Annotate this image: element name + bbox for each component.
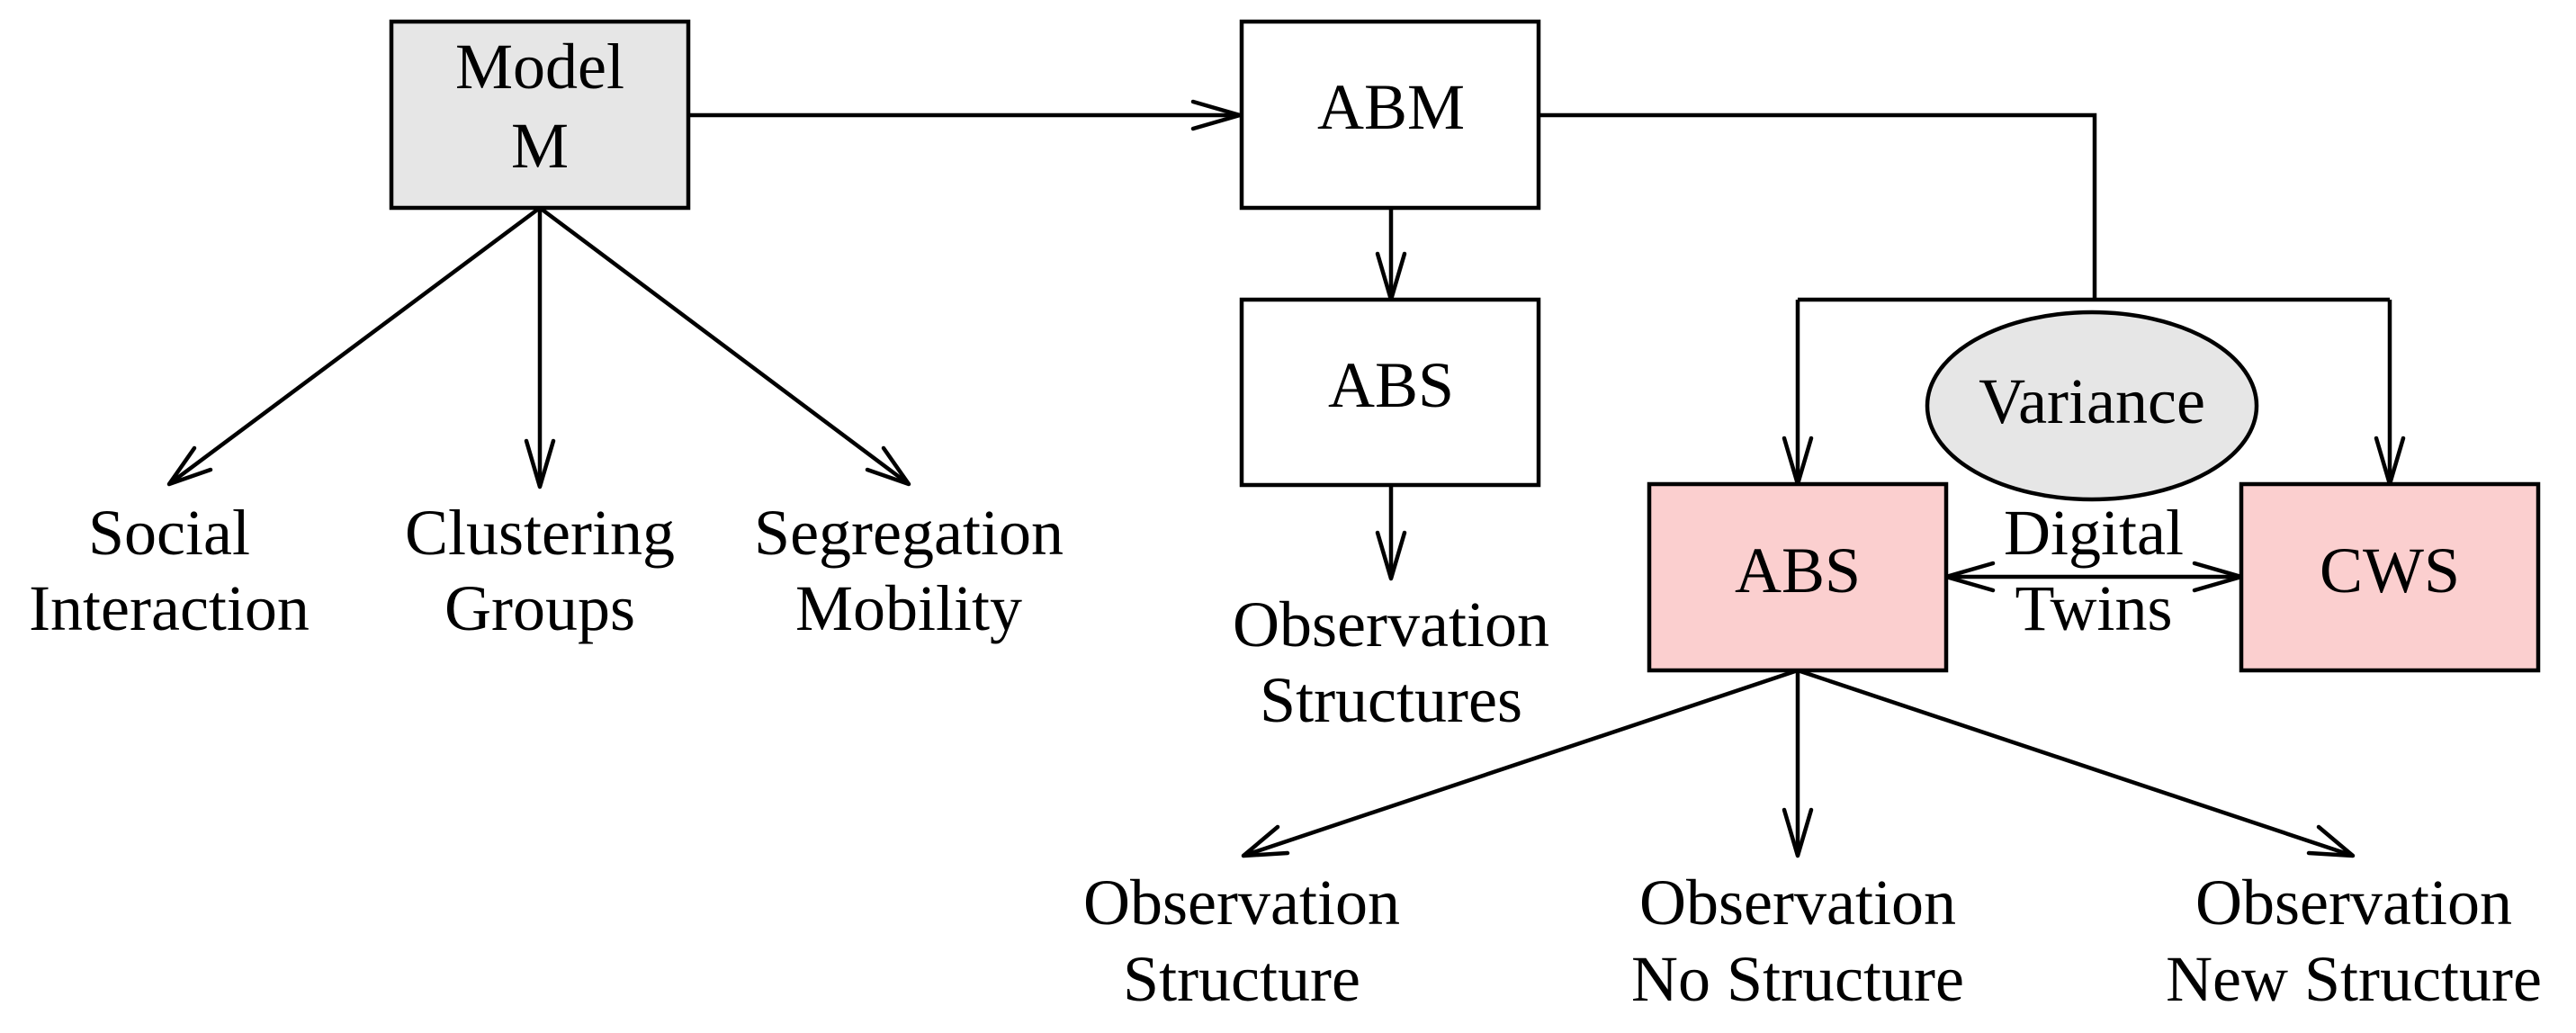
variance-label: Variance	[1979, 365, 2205, 437]
abs-twin-to-structure-arrowhead	[1241, 824, 1290, 858]
cws-twin-node: CWS	[2239, 481, 2541, 673]
observation-new-structure-line1: Observation	[2195, 867, 2512, 939]
abs-twin-to-new-structure-line	[1797, 668, 2354, 858]
variance-node: Variance	[1925, 310, 2259, 502]
social-interaction-line2: Interaction	[29, 572, 310, 644]
model-to-social-line	[167, 206, 542, 486]
abs-twin-label: ABS	[1735, 534, 1861, 606]
digital-twins-label-line2: Twins	[2015, 572, 2173, 644]
model-box	[389, 19, 691, 211]
abm-label: ABM	[1317, 71, 1465, 143]
abs-main-node: ABS	[1239, 297, 1541, 488]
social-interaction-line1: Social	[88, 497, 250, 569]
observation-no-structure-line2: No Structure	[1631, 943, 1964, 1015]
cws-twin-label: CWS	[2320, 534, 2460, 606]
observation-structures-line2: Structures	[1260, 664, 1522, 736]
observation-new-structure-label: Observation New Structure	[2166, 867, 2542, 1015]
clustering-groups-line2: Groups	[444, 572, 635, 644]
digital-twins-label: Digital Twins	[2004, 497, 2184, 644]
model-to-clustering-arrowhead	[524, 438, 556, 490]
model-label-line1: Model	[455, 31, 624, 103]
segregation-mobility-line1: Segregation	[754, 497, 1064, 569]
abs-main-label: ABS	[1328, 349, 1454, 421]
abm-box	[1239, 19, 1541, 211]
abs-twin-to-structure-line	[1243, 668, 1799, 858]
abm-to-twins-line	[1539, 112, 2097, 300]
model-to-social-arrowhead	[166, 445, 213, 487]
segregation-mobility-line2: Mobility	[795, 572, 1022, 644]
cws-twin-box	[2239, 481, 2541, 673]
abs-to-observation-arrowhead	[1375, 530, 1407, 581]
model-node: Model M	[389, 19, 691, 211]
observation-no-structure-line1: Observation	[1639, 867, 1956, 939]
abs-twin-to-new-structure-arrowhead	[2306, 824, 2356, 858]
connectors	[166, 99, 2406, 858]
clustering-groups-label: Clustering Groups	[405, 497, 675, 644]
variance-ellipse	[1925, 310, 2259, 502]
observation-structure-line1: Observation	[1083, 867, 1400, 939]
digital-twins-label-line1: Digital	[2004, 497, 2184, 569]
abs-twin-to-no-structure-arrowhead	[1782, 807, 1814, 858]
observation-structure-line2: Structure	[1123, 943, 1360, 1015]
clustering-groups-line1: Clustering	[405, 497, 675, 569]
observation-structure-label: Observation Structure	[1083, 867, 1400, 1015]
model-to-segregation-line	[538, 206, 911, 486]
abs-twin-box	[1647, 481, 1949, 673]
observation-new-structure-line2: New Structure	[2166, 943, 2542, 1015]
abs-main-box	[1239, 297, 1541, 488]
observation-structures-line1: Observation	[1233, 588, 1549, 660]
model-label-line2: M	[511, 110, 569, 182]
abm-node: ABM	[1239, 19, 1541, 211]
observation-structures-label: Observation Structures	[1233, 588, 1549, 736]
social-interaction-label: Social Interaction	[29, 497, 310, 644]
abs-twin-node: ABS	[1647, 481, 1949, 673]
segregation-mobility-label: Segregation Mobility	[754, 497, 1064, 644]
model-to-segregation-arrowhead	[865, 445, 911, 487]
observation-no-structure-label: Observation No Structure	[1631, 867, 1964, 1015]
